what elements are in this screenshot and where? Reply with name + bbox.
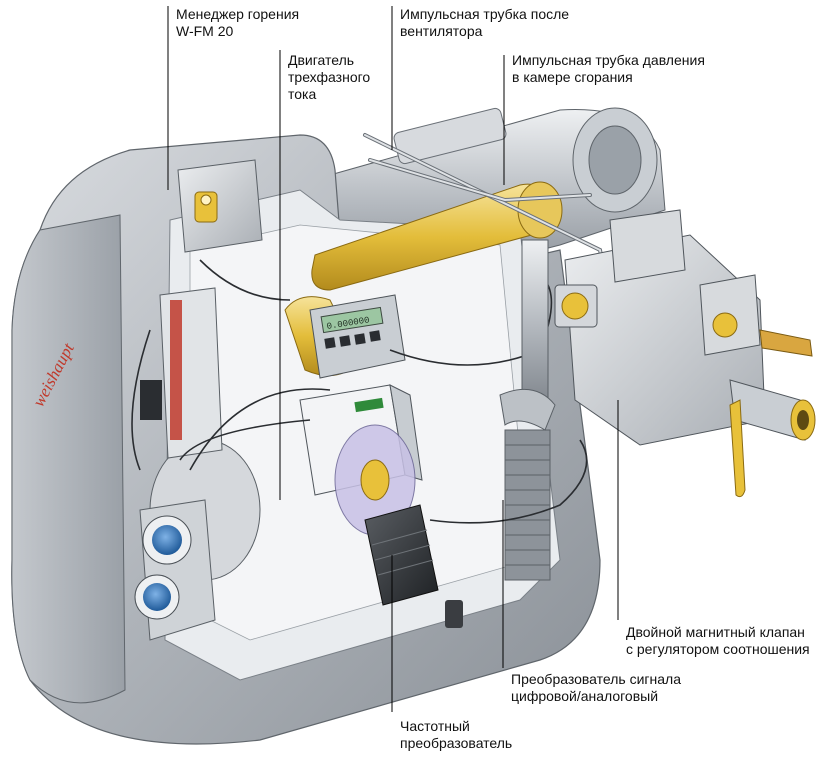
gas-valve-train	[554, 209, 816, 498]
label-impulse-tube-combustion-chamber: Импульсная трубка давления в камере сгор…	[512, 52, 705, 85]
display-module: 0.000000	[309, 294, 406, 379]
relay-modules	[140, 287, 223, 459]
motor-assembly	[134, 439, 261, 641]
combustion-manager-unit	[177, 159, 263, 253]
label-frequency-converter: Частотный преобразователь	[400, 718, 513, 751]
frequency-converter-unit	[364, 504, 439, 606]
air-pressure-pipe	[499, 239, 556, 431]
label-double-solenoid-valve: Двойной магнитный клапан с регулятором с…	[626, 624, 810, 657]
cooling-fins	[504, 429, 551, 581]
leader-lines	[167, 6, 619, 712]
label-signal-converter: Преобразователь сигнала цифровой/аналого…	[511, 671, 681, 704]
label-three-phase-motor: Двигатель трехфазного тока	[288, 52, 371, 102]
label-combustion-manager: Менеджер горения W-FM 20	[176, 6, 300, 39]
setpoint-dial-lower	[143, 583, 171, 611]
power-socket	[445, 600, 463, 628]
setpoint-dial	[152, 525, 182, 555]
label-impulse-tube-after-fan: Импульсная трубка после вентилятора	[400, 6, 570, 39]
fan-wheel	[334, 424, 416, 536]
